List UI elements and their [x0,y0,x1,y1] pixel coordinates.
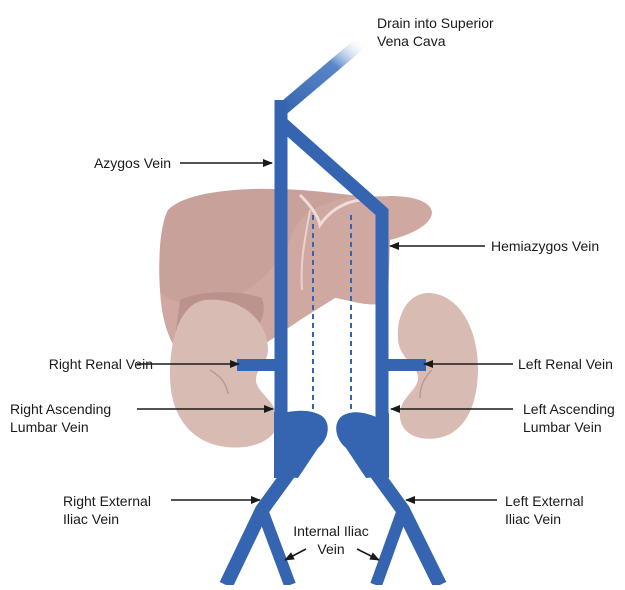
internal-iliac-label: Internal Iliac Vein [283,522,379,558]
right-ascending-line2: Lumbar Vein [10,418,111,436]
left-external-line2: Iliac Vein [505,510,584,528]
internal-iliac-line1: Internal Iliac [283,522,379,540]
left-ascending-label: Left Ascending Lumbar Vein [523,400,615,436]
hemiazygos-label: Hemiazygos Vein [491,237,599,255]
left-branch-lower [376,510,403,585]
left-renal-label: Left Renal Vein [518,355,613,373]
svc-label-line1: Drain into Superior [377,14,494,32]
left-ascending-line1: Left Ascending [523,400,615,418]
right-ascending-label: Right Ascending Lumbar Vein [10,400,111,436]
right-confluence [274,411,328,478]
left-external-label: Left External Iliac Vein [505,492,584,528]
right-renal-label: Right Renal Vein [49,355,153,373]
left-ascending-line2: Lumbar Vein [523,418,615,436]
right-external-line1: Right External [63,492,151,510]
svc-label: Drain into Superior Vena Cava [377,14,494,50]
internal-iliac-line2: Vein [283,540,379,558]
right-external-line2: Iliac Vein [63,510,151,528]
left-external-line1: Left External [505,492,584,510]
svc-label-line2: Vena Cava [377,32,494,50]
right-external-label: Right External Iliac Vein [63,492,151,528]
right-ascending-line1: Right Ascending [10,400,111,418]
superior-vena-cava [279,40,364,112]
azygos-label: Azygos Vein [94,154,171,172]
